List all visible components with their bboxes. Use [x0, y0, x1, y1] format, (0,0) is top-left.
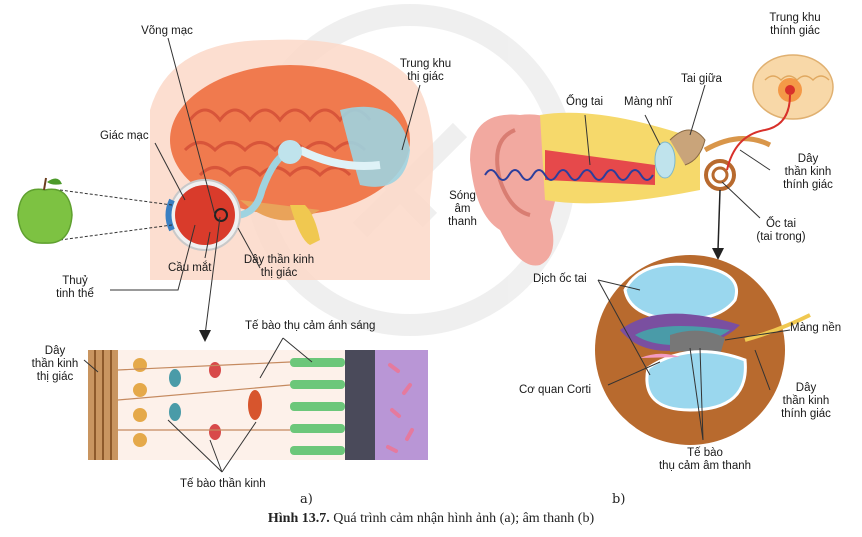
- label-te-bao-thu-cam-am-thanh: Tế bào thụ cảm âm thanh: [650, 447, 760, 473]
- label-song-am-thanh-line1: Sóng: [449, 190, 476, 202]
- label-te-bao-thu-cam-anh-sang: Tế bào thụ cảm ánh sáng: [245, 320, 376, 332]
- figure-caption: Hình 13.7. Quá trình cảm nhận hình ảnh (…: [0, 511, 862, 527]
- label-oc-tai-line2: (tai trong): [756, 231, 806, 243]
- label-trung-khu-thinh-giac-line1: Trung khu: [769, 12, 821, 24]
- label-trung-khu-thi-giac: Trung khu thị giác: [388, 58, 463, 84]
- label-retina-optic-nerve-line3: thị giác: [36, 371, 74, 383]
- label-day-than-kinh-thinh-giac-2: Dây thần kinh thính giác: [770, 382, 842, 421]
- panel-a-leader-lines: [110, 37, 421, 336]
- label-dich-oc-tai: Dịch ốc tai: [533, 273, 587, 285]
- label-mang-nhi: Màng nhĩ: [624, 96, 672, 108]
- label-trung-khu-thi-giac-line2: thị giác: [407, 71, 444, 83]
- label-vong-mac: Võng mạc: [141, 25, 193, 37]
- label-day-than-kinh-thinh-giac-line1: Dây: [797, 153, 819, 165]
- light-rays: [59, 189, 173, 241]
- label-retina-optic-nerve-line2: thần kinh: [31, 358, 79, 370]
- figure-caption-number: Hình 13.7.: [267, 511, 330, 526]
- label-day-than-kinh-thinh-giac: Dây thần kinh thính giác: [772, 153, 844, 192]
- label-thuy-tinh-the-line2: tinh thể: [56, 288, 94, 300]
- sub-label-b: b): [612, 492, 626, 507]
- eyeball: [165, 179, 241, 251]
- label-trung-khu-thinh-giac: Trung khu thính giác: [755, 12, 835, 38]
- label-oc-tai: Ốc tai (tai trong): [745, 218, 817, 244]
- label-cau-mat: Cầu mắt: [168, 262, 212, 274]
- retina-leader-lines: [83, 337, 313, 473]
- label-te-bao-thu-cam-am-thanh-line1: Tế bào: [687, 447, 723, 459]
- ear-illustration: [470, 112, 700, 266]
- label-thuy-tinh-the: Thuỷ tinh thể: [40, 275, 110, 301]
- label-day-than-kinh-thinh-giac-line3: thính giác: [783, 179, 833, 191]
- arrow-down-a: [199, 330, 211, 342]
- label-thuy-tinh-the-line1: Thuỷ: [62, 275, 88, 287]
- optic-chiasm: [278, 140, 302, 164]
- panel-b-leader-lines: [584, 84, 771, 219]
- middle-inner-ear: [654, 129, 772, 191]
- label-song-am-thanh: Sóng âm thanh: [440, 190, 485, 229]
- label-song-am-thanh-line3: thanh: [448, 216, 477, 228]
- label-day-than-kinh-thi-giac-line2: thị giác: [260, 267, 298, 279]
- arrow-down-b: [712, 248, 724, 260]
- label-trung-khu-thi-giac-line1: Trung khu: [399, 58, 452, 70]
- label-day-than-kinh-thinh-giac-2-line1: Dây: [795, 382, 817, 394]
- label-day-than-kinh-thinh-giac-2-line3: thính giác: [781, 408, 831, 420]
- sound-wave: [484, 169, 654, 181]
- figure-caption-text: Quá trình cảm nhận hình ảnh (a); âm than…: [333, 511, 595, 526]
- label-retina-optic-nerve: Dây thần kinh thị giác: [25, 345, 85, 384]
- label-te-bao-thu-cam-am-thanh-line2: thụ cảm âm thanh: [658, 460, 752, 472]
- label-day-than-kinh-thi-giac-line1: Dây thần kinh: [243, 254, 315, 266]
- label-te-bao-than-kinh: Tế bào thần kinh: [180, 478, 266, 490]
- label-day-than-kinh-thinh-giac-line2: thần kinh: [784, 166, 832, 178]
- label-co-quan-corti: Cơ quan Corti: [519, 384, 592, 396]
- label-day-than-kinh-thinh-giac-2-line2: thần kinh: [782, 395, 830, 407]
- sub-label-a: a): [300, 492, 313, 507]
- retina-section: [88, 350, 428, 460]
- label-mang-nen: Màng nền: [790, 322, 842, 334]
- label-ong-tai: Ống tai: [566, 96, 604, 108]
- label-day-than-kinh-thi-giac: Dây thần kinh thị giác: [234, 254, 324, 280]
- cochlea-leader-lines: [597, 279, 791, 441]
- label-song-am-thanh-line2: âm: [454, 203, 471, 215]
- auditory-brain-illustration: [726, 54, 834, 171]
- label-oc-tai-line1: Ốc tai: [765, 218, 797, 230]
- arrow-line-b: [717, 189, 721, 251]
- label-retina-optic-nerve-line1: Dây: [44, 345, 66, 357]
- apple-object: [17, 177, 73, 244]
- label-trung-khu-thinh-giac-line2: thính giác: [770, 25, 820, 37]
- label-tai-giua: Tai giữa: [681, 73, 722, 85]
- label-giac-mac: Giác mạc: [100, 130, 149, 142]
